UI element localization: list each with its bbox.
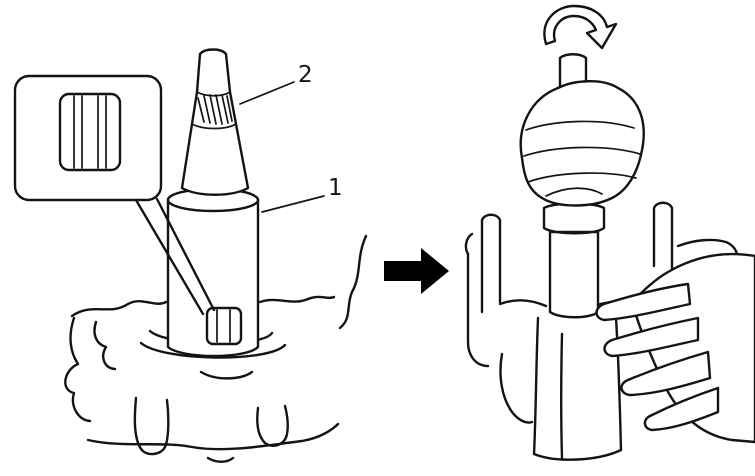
rotation-arrow-icon [543, 4, 618, 50]
crankcase-outline-left [64, 234, 368, 463]
detail-inset-slot-ribs [73, 95, 107, 169]
tool-slot-ribs [216, 309, 231, 343]
right-figure [464, 4, 755, 461]
tool-in-crankcase [542, 202, 606, 319]
left-figure: 2 1 [13, 48, 368, 463]
detail-inset-slot [58, 92, 122, 172]
spline-hatching [191, 91, 237, 130]
callout-1-label: 1 [328, 175, 343, 201]
callout-2-label: 2 [298, 62, 313, 88]
detail-inset-box [13, 74, 163, 202]
callout-2-leader [239, 81, 295, 105]
gripping-hand-fingers [523, 120, 641, 197]
gripping-hand [519, 80, 645, 207]
crankcase-bore-lines [532, 316, 623, 461]
inset-leader-lines [134, 197, 216, 316]
callout-1-leader [261, 195, 325, 213]
holding-hand-fingers [595, 282, 720, 432]
tool-slot [205, 306, 243, 346]
step-arrow-icon [384, 248, 449, 294]
